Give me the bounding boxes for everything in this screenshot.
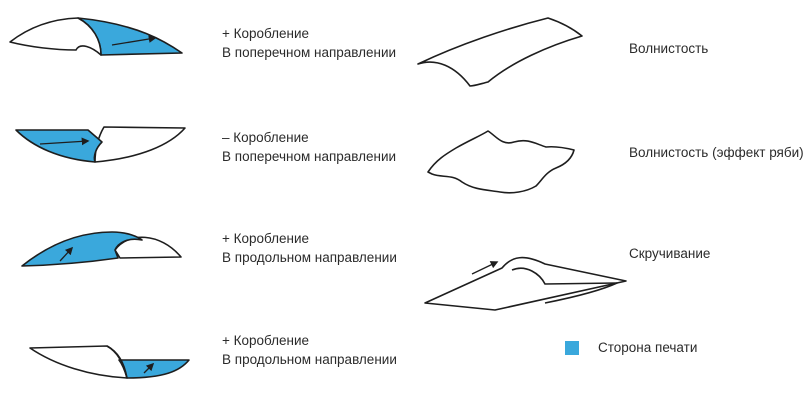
label-line-1: + Коробление — [222, 231, 310, 246]
positive-long-curl-sheet-icon-2 — [29, 345, 190, 379]
legend-label: Сторона печати — [598, 340, 698, 355]
cockle-label: Волнистость (эффект ряби) — [629, 143, 804, 162]
positive-long-curl-label: + Коробление В продольном направлении — [222, 229, 397, 267]
label-line-2: В продольном направлении — [222, 352, 397, 367]
legend: Сторона печати — [565, 340, 697, 355]
label-line-2: В поперечном направлении — [222, 45, 397, 60]
label-line-2: В продольном направлении — [222, 250, 397, 265]
label-line-1: + Коробление — [222, 333, 310, 348]
label-line-1: Волнистость — [629, 41, 709, 56]
positive-cross-curl-label: + Коробление В поперечном направлении — [222, 24, 396, 62]
positive-long-curl-sheet-icon — [21, 231, 182, 267]
negative-cross-curl-label: – Коробление В поперечном направлении — [222, 128, 396, 166]
positive-cross-curl-sheet-icon — [9, 17, 183, 56]
wavy-edge-label: Волнистость — [629, 39, 708, 58]
negative-cross-curl-sheet-icon — [15, 126, 186, 163]
wavy-edge-sheet-icon — [417, 17, 583, 87]
label-line-1: + Коробление — [222, 26, 310, 41]
label-line-1: Скручивание — [629, 246, 711, 261]
print-side-swatch — [565, 340, 579, 355]
positive-long-curl-label-2: + Коробление В продольном направлении — [222, 331, 397, 369]
cockle-sheet-icon — [427, 130, 575, 194]
label-line-1: – Коробление — [222, 130, 309, 145]
label-line-2: В поперечном направлении — [222, 149, 397, 164]
twist-label: Скручивание — [629, 244, 710, 263]
twist-sheet-icon — [424, 256, 627, 311]
label-line-1: Волнистость (эффект ряби) — [629, 145, 804, 160]
